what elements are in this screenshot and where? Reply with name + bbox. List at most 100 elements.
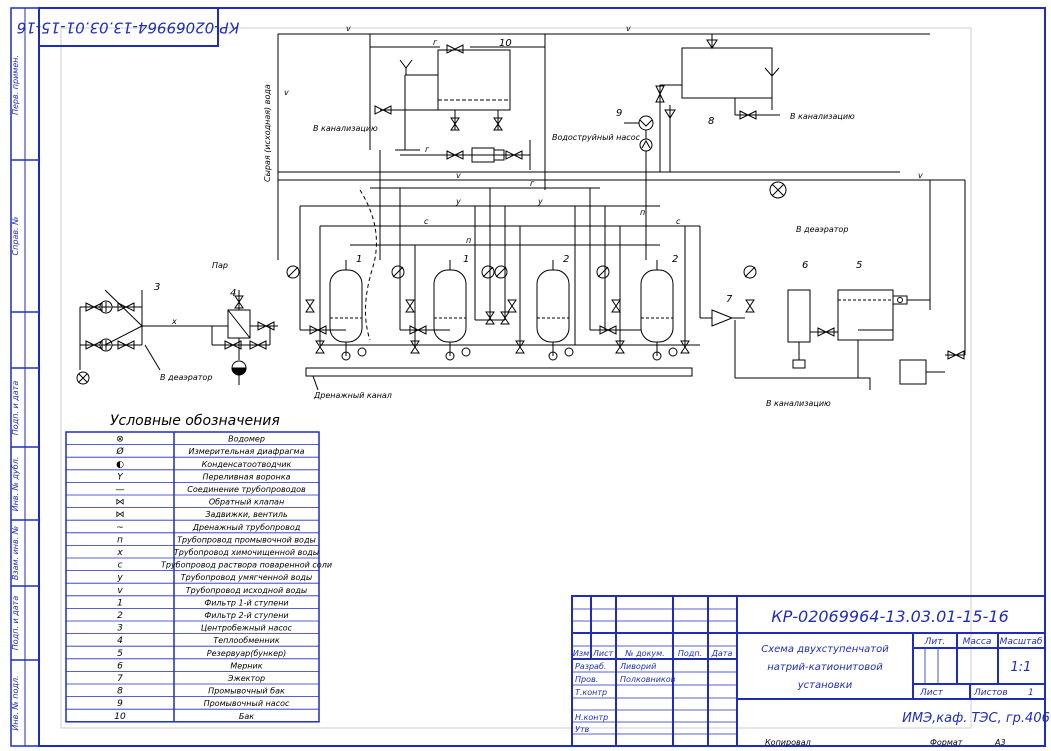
legend-symbol: — bbox=[116, 485, 125, 495]
legend-description: Трубопровод исходной воды bbox=[186, 586, 308, 595]
legend-description: Дренажный трубопровод bbox=[192, 523, 301, 532]
legend-description: Соединение трубопроводов bbox=[187, 485, 306, 494]
pipe-letter: с bbox=[424, 217, 429, 226]
label-2a: 2 bbox=[563, 254, 569, 265]
label-8: 8 bbox=[708, 116, 714, 127]
col-list: Лист bbox=[592, 649, 614, 658]
pipe-letter: с bbox=[676, 217, 681, 226]
pipe-letter: г bbox=[425, 145, 430, 154]
label-6: 6 bbox=[802, 260, 808, 271]
legend-description: Резервуар(бункер) bbox=[207, 649, 286, 658]
label-10: 10 bbox=[499, 38, 512, 49]
title-name-3: установки bbox=[797, 680, 853, 691]
title-name-2: натрий-катионитовой bbox=[767, 662, 883, 673]
pipe-letter: v bbox=[346, 24, 351, 33]
label-2b: 2 bbox=[672, 254, 678, 265]
pipe-letter: у bbox=[455, 197, 461, 206]
rotated-stamp-text: КР-02069964-13.03.01-15-16 bbox=[17, 19, 240, 37]
drain-channel bbox=[305, 367, 693, 377]
kopiroval-label: Копировал bbox=[765, 738, 811, 747]
legend-symbol: 7 bbox=[117, 674, 123, 684]
scale-value: 1:1 bbox=[1011, 660, 1032, 675]
legend-symbol: 10 bbox=[114, 712, 126, 722]
legend-symbol: п bbox=[117, 535, 123, 545]
side-label-4: Взам. инв. № bbox=[11, 526, 20, 580]
side-label-0: Перв. примен. bbox=[11, 55, 20, 115]
pipe-letter: v bbox=[626, 24, 631, 33]
legend-description: Теплообменник bbox=[213, 636, 279, 645]
legend-description: Эжектор bbox=[227, 674, 265, 683]
col-data: Дата bbox=[711, 649, 733, 658]
legend-symbol: 4 bbox=[117, 636, 123, 646]
legend-description: Обратный клапан bbox=[209, 498, 284, 507]
lit-label: Лит. bbox=[924, 637, 946, 647]
masshtab-label: Масштаб bbox=[1000, 637, 1043, 647]
massa-label: Масса bbox=[963, 637, 992, 647]
legend-symbol: 1 bbox=[117, 598, 123, 608]
legend-symbol: 2 bbox=[117, 611, 123, 621]
col-izm: Изм bbox=[573, 649, 589, 658]
legend-description: Трубопровод химочищенной воды bbox=[174, 548, 319, 557]
label-sewer-1: В канализацию bbox=[313, 124, 378, 133]
inner-hint-frame bbox=[60, 27, 972, 729]
label-5: 5 bbox=[856, 260, 862, 271]
filter-1b bbox=[433, 260, 467, 356]
legend-symbol: с bbox=[118, 561, 123, 571]
legend-title: Условные обозначения bbox=[110, 413, 280, 429]
legend-description: Конденсатоотводчик bbox=[202, 460, 292, 469]
razrab-name: Ливорий bbox=[619, 662, 656, 671]
legend-symbol: ◐ bbox=[116, 460, 124, 470]
pipe-letter: у bbox=[537, 197, 543, 206]
legend-symbol: 3 bbox=[117, 624, 123, 634]
legend-symbol: Ø bbox=[115, 446, 124, 457]
tkontr-label: Т.контр bbox=[575, 688, 607, 697]
legend-symbol: ⋈ bbox=[116, 510, 125, 520]
label-sewer-3: В канализацию bbox=[766, 399, 831, 408]
legend-description: Водомер bbox=[228, 435, 265, 444]
legend-description: Промывочный бак bbox=[208, 687, 285, 696]
listov-value: 1 bbox=[1028, 688, 1034, 698]
label-3: 3 bbox=[154, 282, 160, 293]
title-code: КР-02069964-13.03.01-15-16 bbox=[771, 607, 1009, 626]
label-aerator-2: В деаэратор bbox=[796, 225, 848, 234]
title-block: КР-02069964-13.03.01-15-16 Схема двухсту… bbox=[571, 595, 1050, 747]
label-1a: 1 bbox=[356, 254, 362, 265]
side-label-1: Справ. № bbox=[11, 217, 20, 256]
title-name-1: Схема двухступенчатой bbox=[761, 644, 889, 655]
label-drain: Дренажный канал bbox=[313, 391, 392, 400]
label-9: 9 bbox=[616, 108, 622, 119]
legend-description: Переливная воронка bbox=[203, 472, 291, 481]
process-diagram bbox=[76, 33, 966, 391]
legend-description: Фильтр 2-й ступени bbox=[204, 611, 288, 620]
listov-label: Листов bbox=[973, 688, 1008, 698]
label-aerator-1: В деаэратор bbox=[160, 373, 212, 382]
pipe-letter: v bbox=[456, 171, 461, 180]
legend-description: Фильтр 1-й ступени bbox=[204, 598, 288, 607]
filter-2a bbox=[536, 260, 570, 356]
legend-description: Мерник bbox=[230, 661, 262, 670]
format-label: Формат bbox=[930, 738, 963, 747]
filter-2b bbox=[640, 260, 674, 356]
legend-symbol: ⊗ bbox=[116, 435, 124, 445]
pipe-letter: v bbox=[918, 171, 923, 180]
pump-9 bbox=[638, 115, 654, 131]
legend-symbol: Y bbox=[117, 472, 124, 482]
rotated-stamp-box: КР-02069964-13.03.01-15-16 bbox=[17, 7, 240, 47]
legend-table bbox=[65, 431, 320, 723]
pipe-letter: п bbox=[640, 208, 645, 217]
label-wash-pump: Водоструйный насос bbox=[552, 133, 641, 142]
tank-8 bbox=[681, 47, 773, 99]
razrab-label: Разраб. bbox=[575, 662, 606, 671]
legend-symbol: ⋈ bbox=[116, 498, 125, 508]
label-par: Пар bbox=[212, 261, 228, 270]
col-podp: Подп. bbox=[678, 649, 702, 658]
filter-1a bbox=[329, 260, 363, 356]
prov-name: Полковников bbox=[620, 675, 676, 684]
side-label-2: Подп. и дата bbox=[11, 381, 20, 436]
label-4: 4 bbox=[230, 288, 236, 299]
ejector-7 bbox=[711, 309, 734, 327]
side-label-6: Инв. № подл. bbox=[11, 675, 20, 730]
legend-symbol: 6 bbox=[117, 661, 123, 671]
format-value: А3 bbox=[994, 738, 1006, 747]
